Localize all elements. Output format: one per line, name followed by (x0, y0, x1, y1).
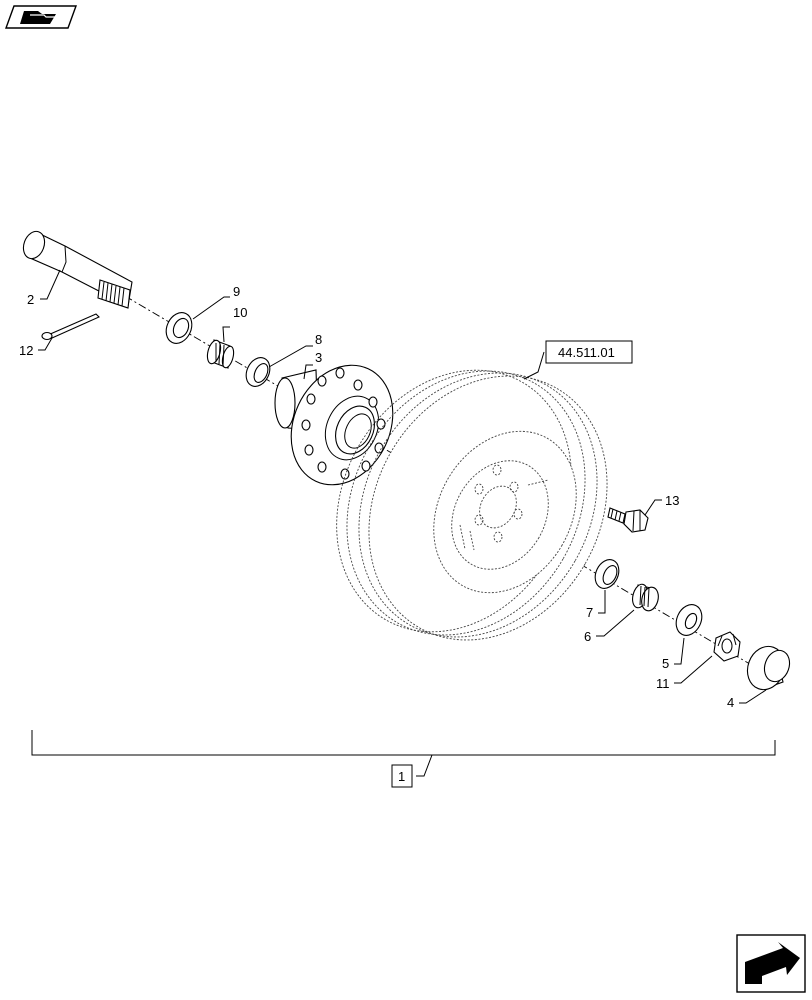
callout-5: 5 (662, 656, 669, 671)
part-outer-cup (594, 559, 620, 589)
part-hub-cap (746, 645, 791, 691)
tire-wheel-assembly (336, 369, 608, 641)
reference-tire-label: 44.511.01 (558, 345, 615, 360)
leader-lines (38, 269, 767, 777)
part-spindle (22, 230, 133, 309)
part-washer (675, 604, 703, 636)
callout-7: 7 (586, 605, 593, 620)
part-seal (165, 312, 193, 344)
callout-4: 4 (727, 695, 734, 710)
part-cotter-pin (41, 313, 100, 341)
callout-6: 6 (584, 629, 591, 644)
callout-1-box: 1 (391, 764, 413, 788)
page-nav-icon[interactable] (5, 5, 77, 29)
part-wheel-bolt (607, 507, 649, 533)
callout-3: 3 (315, 350, 322, 365)
part-inner-bearing (206, 339, 235, 369)
callout-13: 13 (665, 493, 679, 508)
callout-2: 2 (27, 292, 34, 307)
part-inner-cup (245, 357, 271, 387)
part-hub (274, 364, 394, 486)
callout-10: 10 (233, 305, 247, 320)
reference-tire-box[interactable]: 44.511.01 (545, 340, 633, 364)
callout-9: 9 (233, 284, 240, 299)
callout-1: 1 (398, 769, 405, 784)
callout-12: 12 (19, 343, 33, 358)
part-outer-bearing (632, 583, 659, 612)
callout-11: 11 (656, 676, 670, 691)
assembly-bracket (31, 730, 776, 756)
next-page-arrow-icon[interactable] (736, 934, 806, 993)
part-castle-nut (713, 631, 741, 662)
callout-8: 8 (315, 332, 322, 347)
